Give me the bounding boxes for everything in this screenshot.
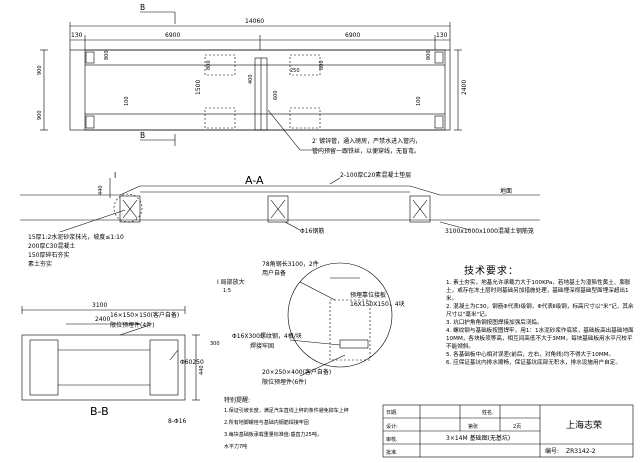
layer-4: 素土夯实: [28, 260, 52, 268]
name-label: 姓名.: [482, 409, 494, 416]
right-width-dimension: 2400: [461, 80, 468, 95]
mid-width-dimension: 1500: [195, 80, 202, 95]
base-plate: 20×250×400(客户自备): [262, 368, 331, 376]
section-mark-bottom: B: [140, 131, 145, 140]
right-inner-dimension: 800: [426, 50, 432, 60]
detail-title: I 局部放大: [217, 278, 245, 286]
angle-steel-2: 用户自备: [262, 269, 286, 277]
gap-2-dimension: 600: [273, 90, 279, 100]
bb-width: 3100: [92, 302, 107, 309]
sheet-label: 第张: [468, 423, 478, 430]
date-label: 日期.: [386, 410, 398, 416]
layer-2: 200厚C30混凝土: [28, 242, 75, 250]
left-dimension: 900: [37, 65, 43, 75]
wall-dimension: 250: [290, 68, 300, 74]
tech-req-item: 5. 各基础板中心相对误差(前后，左右，对角线)均不得大于10MM。: [446, 352, 615, 358]
right-edge-dimension: 130: [436, 32, 448, 39]
span-1-dimension: 6900: [165, 32, 180, 39]
sheet-of: 2页: [513, 424, 521, 430]
left-edge-dimension: 130: [71, 32, 83, 39]
special-notes-title: 特别提醒:: [224, 396, 250, 404]
tech-requirements: 技术要求： 1. 素土夯实，地基允许承载力大于100KPa，若地基土为湿陷性黄土…: [446, 262, 636, 367]
special-note-1: 1.保证引坡长度，满足汽车直线上秤的条件避免掉车上秤: [224, 407, 349, 414]
bb-height: 440: [199, 365, 205, 375]
depth-dimension: 440: [98, 185, 104, 195]
drawing-title: 3×14M 基础图(无基坑): [446, 434, 510, 442]
anchor-weld: 焊接牢固: [250, 342, 274, 350]
tech-req-item: 1. 素土夯实，地基允许承载力大于100KPa，若地基土为湿陷性黄土、膨胀土，或…: [446, 280, 631, 302]
tech-req-item: 6. 应保证基坑内排水顺畅，保证基坑底部无积水，排水设施用户自定。: [446, 360, 621, 366]
embed-plate-spec: 16X150X150，4块: [350, 300, 405, 308]
embed-plate-label: 预埋靠位接板: [350, 291, 386, 299]
floor-note: 2-100厚C20素混凝土垫层: [340, 171, 411, 179]
tech-req-item: 3. 坑口护角角钢按图焊接加强后浇捣。: [446, 320, 543, 326]
company-name: 上海志荣: [566, 419, 602, 431]
section-aa-title: A-A: [245, 174, 264, 187]
conduit-note-line-2: 管内预留一跟铁丝，以便穿线，无盲弯。: [312, 147, 420, 155]
ground-label: 地面: [500, 187, 512, 195]
drawing-number: ZR3142-2: [566, 448, 596, 455]
pad-2-dimension: 800: [319, 60, 325, 70]
left-dimension-2: 900: [37, 110, 43, 120]
tech-requirements-title: 技术要求：: [464, 266, 519, 277]
special-note-2: 2.所有地脚螺栓与基础内钢筋焊接牢固: [224, 419, 309, 426]
pipe-label: Φ60250: [180, 359, 204, 366]
detail-marker: I: [114, 171, 116, 180]
detail-scale: 1:5: [223, 288, 231, 294]
plate-label: 限位预埋件(4件): [110, 321, 155, 329]
tech-req-item: 2. 混凝土为C30，钢筋Φ代表Ⅰ级钢，Φ代表Ⅱ级钢，标高尺寸以"米"记，其余尺…: [446, 304, 634, 318]
number-label: 编号:: [545, 447, 559, 455]
plate-spec: 16×150×150(客户自备): [110, 311, 179, 319]
gap-1-dimension: 400: [248, 74, 254, 84]
special-note-4: 水平力7吨: [224, 443, 247, 450]
tech-req-item: 4. 螺纹钢与基础板按图焊牢，用1：1水泥砂浆作底浆，基础板高出基础地面10MM…: [446, 328, 634, 350]
conduit-note-line-1: 2′ 镀锌管，通入磅房，严禁水进入管内，: [312, 137, 421, 145]
left-inner-dimension: 800: [104, 50, 110, 60]
bb-side: 300: [210, 341, 220, 347]
anchor-bolt: Φ16X300螺纹钢，4根/块: [232, 332, 302, 340]
block-note: 3100x1000x1000混凝土钢筋笼: [445, 227, 534, 235]
review-label: 审核.: [386, 436, 398, 443]
small-dimension-a: 100: [124, 96, 130, 106]
bb-inner: 2400: [95, 316, 110, 323]
total-dimension: 14060: [245, 18, 264, 25]
rebar-note: Φ16钢筋: [300, 227, 324, 235]
base-plate-2: 限位预埋件(6件): [262, 378, 307, 386]
special-note-3: 3.每块基础板承载重量标准值:垂直力25吨，: [224, 431, 322, 438]
span-2-dimension: 6900: [345, 32, 360, 39]
pad-1-dimension: 800: [206, 60, 212, 70]
small-dimension-b: 100: [416, 96, 422, 106]
section-bb-title: B-B: [90, 405, 109, 418]
section-mark-top: B: [140, 3, 145, 12]
layer-3: 150厚碎石夯实: [28, 251, 69, 259]
angle-steel-1: 78角钢长3100，2件: [262, 260, 319, 268]
approve-label: 批准.: [386, 449, 398, 456]
design-label: 设计:: [386, 423, 398, 430]
layer-1: 15厚1:2水泥砂浆抹光，坡度≤1:10: [28, 233, 124, 241]
bar-label: 8-Φ16: [168, 418, 187, 425]
